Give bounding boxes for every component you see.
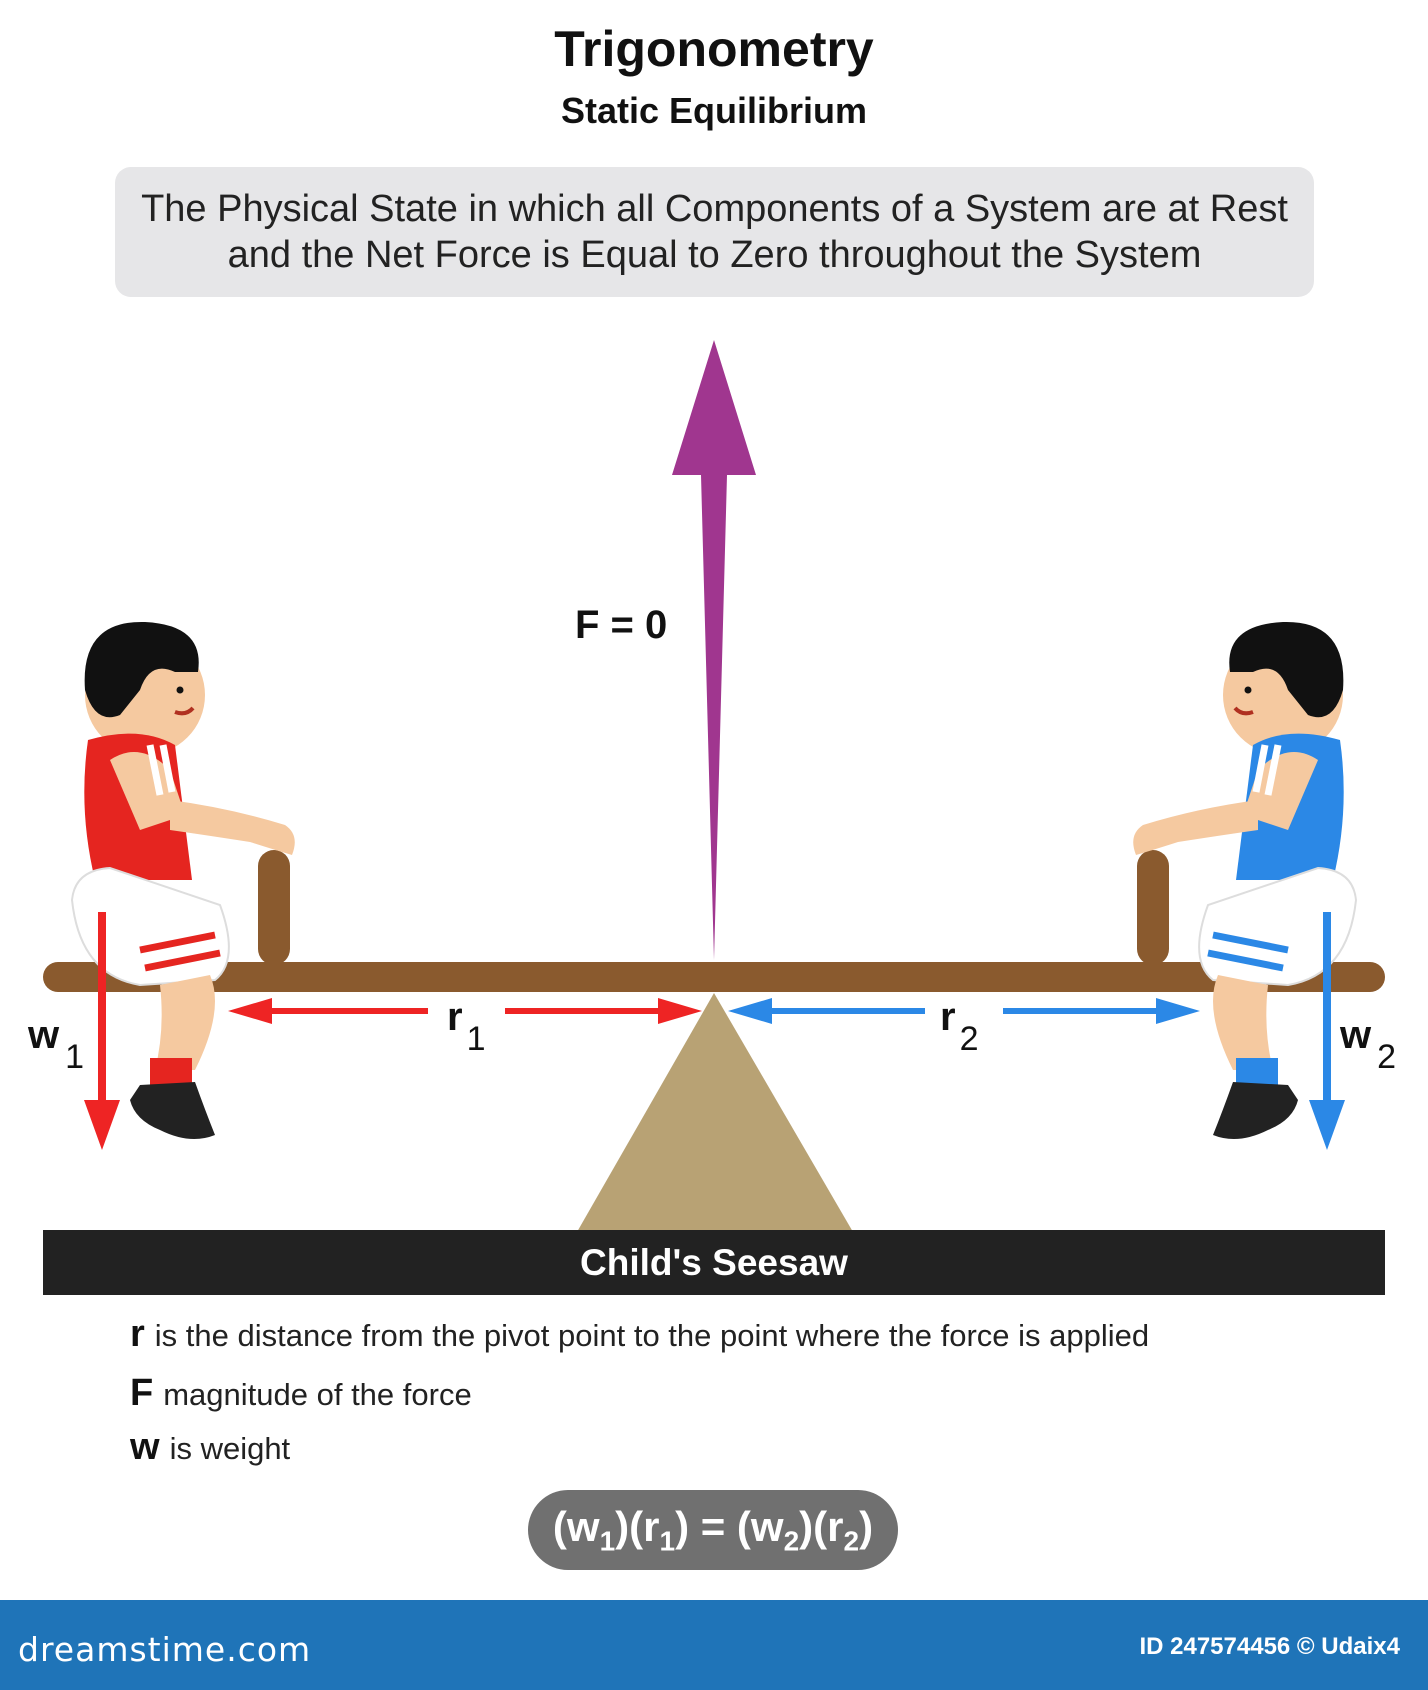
r1-arrow-left	[228, 998, 428, 1024]
legend-symbol: F	[130, 1372, 154, 1414]
seesaw-plank	[43, 962, 1385, 992]
w1-arrow	[84, 912, 120, 1150]
legend-text: is weight	[169, 1431, 291, 1466]
right-child-icon	[1133, 621, 1358, 1139]
r1-arrow-right	[505, 998, 702, 1024]
footer-bar	[0, 1600, 1428, 1690]
formula-text: (w1)(r1) = (w2)(r2)	[552, 1502, 874, 1557]
seesaw-diagram: F = 0	[27, 340, 1396, 1230]
formula-badge: (w1)(r1) = (w2)(r2)	[528, 1490, 898, 1570]
legend-text: magnitude of the force	[163, 1377, 472, 1412]
image-id: ID 247574456 © Udaix4	[1139, 1633, 1400, 1660]
page-subtitle: Static Equilibrium	[560, 90, 868, 131]
right-handle	[1137, 850, 1169, 965]
ground-bar: Child's Seesaw	[43, 1230, 1385, 1295]
r2-arrow-right	[1003, 998, 1200, 1024]
left-child-icon	[70, 621, 295, 1139]
legend-text: is the distance from the pivot point to …	[154, 1318, 1150, 1353]
legend-symbol: r	[130, 1313, 145, 1355]
left-handle	[258, 850, 290, 965]
pivot-triangle	[578, 993, 852, 1230]
legend-item-r: r is the distance from the pivot point to…	[130, 1313, 1149, 1356]
legend-item-w: w is weight	[130, 1426, 290, 1469]
force-arrow	[672, 340, 756, 960]
legend-symbol: w	[130, 1426, 160, 1468]
w2-arrow	[1309, 912, 1345, 1150]
page-title: Trigonometry	[554, 21, 874, 77]
ground-label: Child's Seesaw	[580, 1241, 848, 1283]
force-label: F = 0	[575, 603, 667, 647]
definition-box: The Physical State in which all Componen…	[115, 167, 1314, 297]
brand-logo[interactable]: dreamstime.com	[18, 1630, 312, 1669]
r2-arrow-left	[728, 998, 925, 1024]
definition-text: The Physical State in which all Componen…	[141, 188, 1288, 276]
